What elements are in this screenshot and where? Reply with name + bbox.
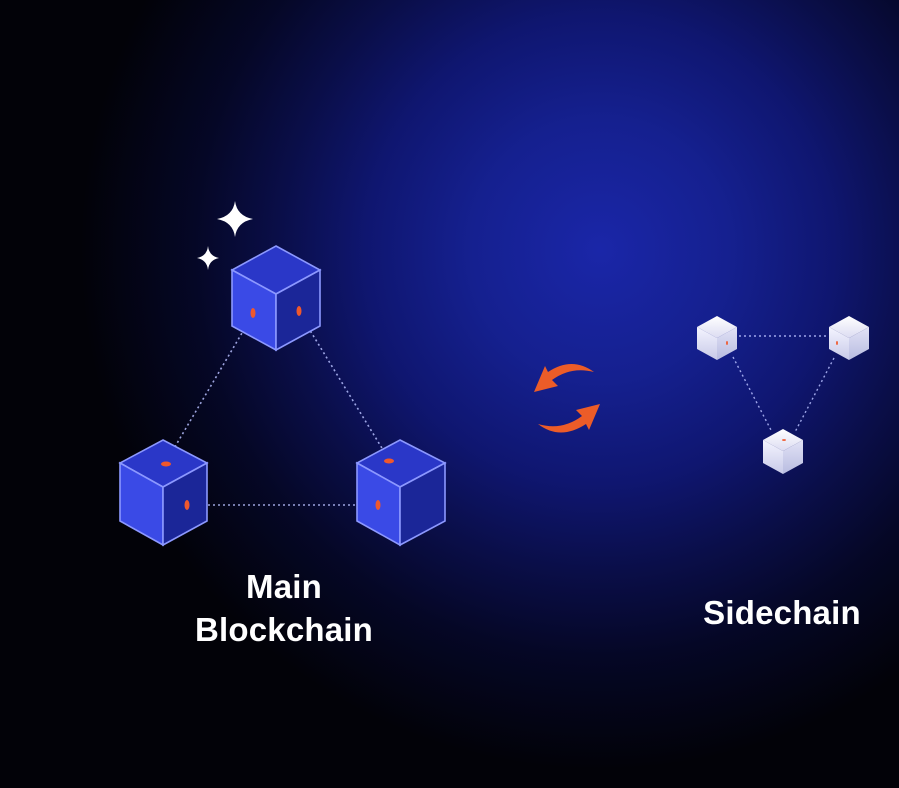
sparkle-large-icon [217,201,253,237]
main-chain-connectors [165,313,389,506]
main-label-line1: Main [246,568,322,605]
main-blockchain-label: Main Blockchain [164,565,404,651]
sidechain-connectors [732,335,835,433]
side-node-left [697,316,737,360]
main-node-left [118,439,209,547]
side-node-bottom [763,429,803,474]
side-node-right [829,316,869,360]
sidechain-label: Sidechain [703,594,861,631]
main-node-right [355,439,447,547]
sparkle-small-icon [197,246,219,270]
main-label-line2: Blockchain [194,611,374,648]
sync-arrows-icon [534,364,600,433]
main-node-top [230,245,322,352]
